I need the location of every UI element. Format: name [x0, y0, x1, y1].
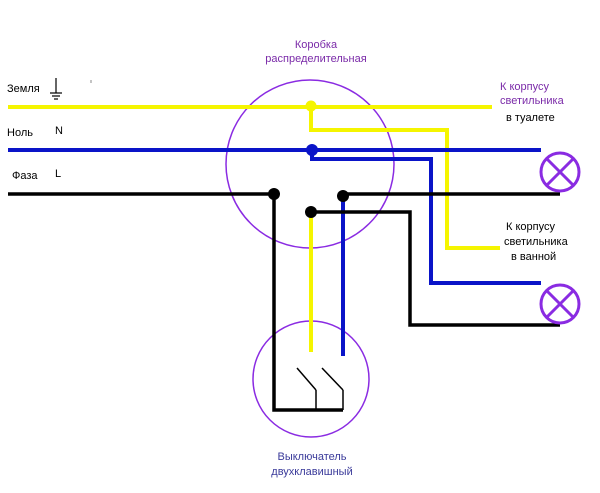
bath-label-line2: светильника: [504, 236, 569, 248]
phase-letter: L: [55, 168, 61, 180]
ground-symbol-icon: [50, 78, 62, 100]
ground-junction-dot: [305, 100, 317, 112]
neutral-to-bath-wire: [310, 150, 541, 285]
neutral-junction-dot: [306, 144, 318, 156]
neutral-letter: N: [55, 125, 63, 137]
toilet-label-line1: К корпусу: [500, 81, 549, 93]
switch-return-junction-dot: [305, 206, 317, 218]
phase-label: Фаза: [12, 170, 38, 182]
phase-wires: [8, 192, 560, 412]
ground-wires: [8, 105, 500, 352]
switch-contacts: [296, 367, 344, 410]
junction-dots: [268, 100, 349, 218]
toilet-label-line2: светильника: [500, 95, 565, 107]
neutral-label: Ноль: [7, 127, 33, 139]
bath-label-line1: К корпусу: [506, 221, 555, 233]
box-label-line2: распределительная: [265, 53, 366, 65]
lamp-toilet: [539, 151, 581, 193]
switch-label-line2: двухклавишный: [271, 466, 352, 478]
ground-to-toilet-wire: [309, 106, 500, 250]
phase-junction-dot-right: [337, 190, 349, 202]
phase-to-bath-lamp-wire: [311, 210, 560, 327]
box-label-line1: Коробка: [295, 39, 338, 51]
lamp-bath: [539, 283, 581, 325]
phase-to-switch-wire: [272, 194, 343, 412]
phase-junction-dot-left: [268, 188, 280, 200]
ground-label: Земля: [7, 83, 40, 95]
switch-label-line1: Выключатель: [277, 451, 346, 463]
bath-label-line3: в ванной: [511, 251, 556, 263]
toilet-label-line3: в туалете: [506, 112, 555, 124]
